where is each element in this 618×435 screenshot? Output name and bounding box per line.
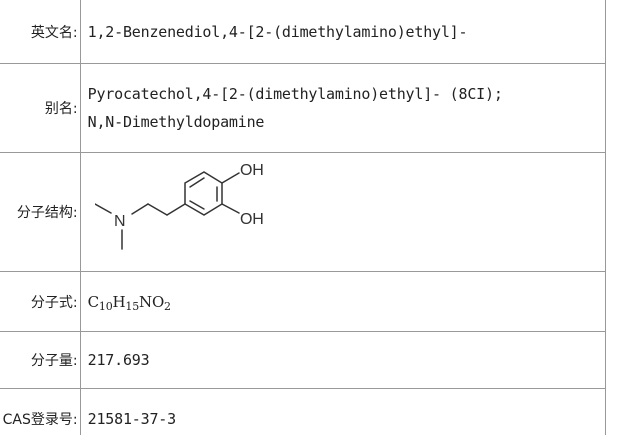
cas-label: CAS登录号: xyxy=(0,388,81,435)
row-synonyms: 别名: Pyrocatechol,4-[2-(dimethylamino)eth… xyxy=(0,63,607,153)
formula-hydrogen-count: 15 xyxy=(125,299,140,313)
weight-label: 分子量: xyxy=(0,331,81,389)
nitrogen-atom-label: N xyxy=(114,213,125,230)
hydroxyl-bond-bottom xyxy=(220,203,240,214)
row-structure: 分子结构: xyxy=(0,152,607,272)
ethyl-bond xyxy=(146,203,168,216)
hydroxyl-bottom-label: OH xyxy=(240,211,264,228)
synonyms-value: Pyrocatechol,4-[2-(dimethylamino)ethyl]-… xyxy=(79,63,607,153)
weight-value: 217.693 xyxy=(79,331,607,389)
ring-double-bond-3 xyxy=(188,200,205,210)
synonym-line-2: N,N-Dimethyldopamine xyxy=(87,113,265,131)
row-english-name: 英文名: 1,2-Benzenediol,4-[2-(dimethylamino… xyxy=(0,0,607,64)
formula-label: 分子式: xyxy=(0,271,81,332)
english-name-value: 1,2-Benzenediol,4-[2-(dimethylamino)ethy… xyxy=(79,0,607,64)
ethyl-ring-bond xyxy=(165,203,186,216)
formula-nitrogen-oxygen: NO xyxy=(139,292,165,311)
structure-label: 分子结构: xyxy=(0,152,81,272)
cas-value: 21581-37-3 xyxy=(79,388,607,435)
molecular-structure-drawing: N OH OH xyxy=(94,162,264,250)
row-cas: CAS登录号: 21581-37-3 xyxy=(0,388,607,435)
amine-ethyl-bond xyxy=(130,203,149,215)
hydroxyl-bond-top xyxy=(220,172,240,184)
formula-carbon-count: 10 xyxy=(98,299,113,313)
hydroxyl-top-label: OH xyxy=(240,162,264,179)
synonyms-label: 别名: xyxy=(0,63,81,153)
ring-double-bond-1 xyxy=(188,177,205,188)
formula-value: C10H15NO2 xyxy=(79,271,607,332)
structure-value: N OH OH xyxy=(79,152,607,272)
synonym-line-1: Pyrocatechol,4-[2-(dimethylamino)ethyl]-… xyxy=(87,85,503,103)
formula-carbon: C xyxy=(87,292,99,311)
row-formula: 分子式: C10H15NO2 xyxy=(0,271,607,332)
formula-oxygen-count: 2 xyxy=(164,299,171,313)
row-weight: 分子量: 217.693 xyxy=(0,331,607,389)
english-name-label: 英文名: xyxy=(0,0,81,64)
formula-hydrogen: H xyxy=(112,292,126,311)
methyl-bond-left xyxy=(94,203,112,214)
